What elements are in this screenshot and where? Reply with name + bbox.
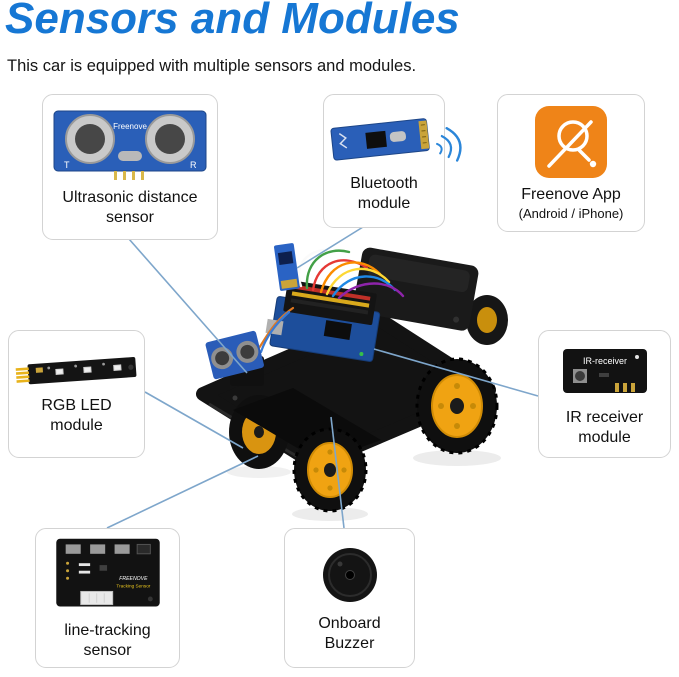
ultrasonic-r-label: R	[190, 160, 197, 170]
callout-bluetooth: Bluetooth module	[323, 94, 462, 228]
callout-ultrasonic: Freenove T R Ultrasonic distance sensor	[42, 94, 218, 240]
car-wheel-front-right	[292, 427, 368, 513]
car-photo	[196, 243, 508, 521]
buzzer-image	[322, 547, 377, 602]
rgb-led-label: RGB LED module	[41, 396, 112, 434]
ultrasonic-label: Ultrasonic distance sensor	[62, 188, 198, 226]
callout-rgb-led: RGB LED module	[8, 330, 145, 458]
ultrasonic-sensor-image: Freenove T R	[53, 110, 207, 180]
bluetooth-module-image	[330, 117, 430, 161]
line-tracking-sensor-image: FREENOVE Tracking Sensor	[55, 538, 160, 607]
callout-line-tracking: FREENOVE Tracking Sensor line-tracking s…	[35, 528, 180, 668]
page-subtitle: This car is equipped with multiple senso…	[7, 57, 417, 75]
car-ultrasonic-sensor	[205, 330, 264, 386]
line-tracking-pcb-text: Tracking Sensor	[116, 584, 150, 589]
buzzer-label: Onboard Buzzer	[318, 614, 381, 652]
rgb-led-module-image	[15, 356, 136, 384]
bluetooth-label: Bluetooth module	[350, 174, 418, 212]
line-tracking-label: line-tracking sensor	[64, 622, 151, 659]
wireless-signal-icon	[436, 127, 462, 162]
car-wheel-rear-left	[466, 295, 508, 345]
ir-pcb-text: IR-receiver	[582, 356, 626, 366]
ultrasonic-brand-text: Freenove	[113, 122, 147, 131]
page-title: Sensors and Modules	[5, 0, 460, 43]
car-wheel-rear-right	[415, 357, 499, 455]
callout-ir-receiver: IR-receiver IR receiver module	[538, 330, 671, 458]
car-control-board	[265, 279, 381, 362]
ir-receiver-module-image: IR-receiver	[562, 348, 647, 393]
ir-receiver-label: IR receiver module	[565, 408, 644, 446]
freenove-app-logo-icon	[535, 106, 607, 179]
car-bluetooth-module	[274, 243, 300, 291]
callout-freenove-app: Freenove App (Android / iPhone)	[497, 94, 645, 232]
line-tracking-brand-text: FREENOVE	[119, 576, 148, 582]
app-label: Freenove App	[521, 186, 621, 204]
callout-buzzer: Onboard Buzzer	[284, 528, 415, 668]
ultrasonic-t-label: T	[64, 160, 70, 170]
car-wires	[257, 248, 405, 354]
app-sublabel: (Android / iPhone)	[518, 206, 624, 222]
